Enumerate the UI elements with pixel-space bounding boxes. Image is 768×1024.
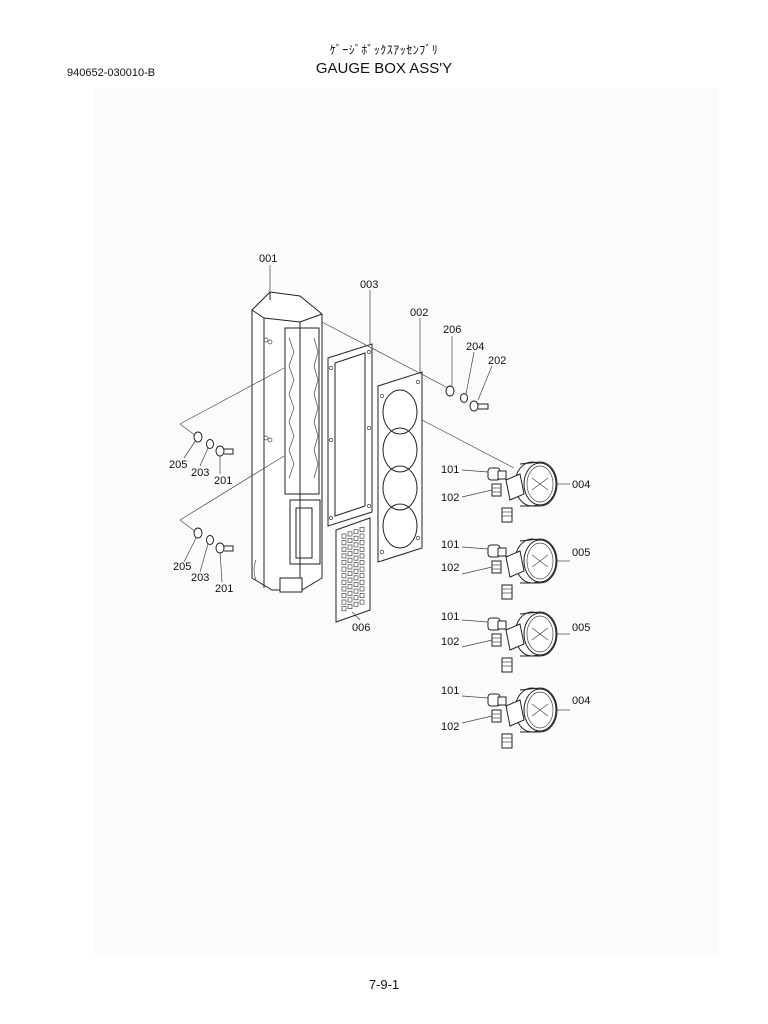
label-201-lower: 201 xyxy=(215,583,233,595)
page-number: 7-9-1 xyxy=(368,977,400,992)
label-201-upper: 201 xyxy=(214,475,232,487)
label-005-1: 005 xyxy=(572,547,590,559)
label-101-1: 101 xyxy=(441,464,459,476)
label-205-upper: 205 xyxy=(169,459,187,471)
label-101-2: 101 xyxy=(441,539,459,551)
gauge-assembly xyxy=(461,611,570,673)
grille-006 xyxy=(335,517,371,623)
label-006: 006 xyxy=(352,622,370,634)
label-204: 204 xyxy=(466,341,484,353)
gauge-assembly xyxy=(461,461,570,523)
label-206: 206 xyxy=(443,324,461,336)
gauge-assemblies xyxy=(461,461,570,749)
label-leaders xyxy=(183,265,493,621)
hardware-right xyxy=(445,385,489,412)
document-number: 940652-030010-B xyxy=(67,67,156,79)
hardware-left-upper xyxy=(193,431,234,457)
label-001: 001 xyxy=(259,253,277,265)
frame-003 xyxy=(327,343,373,527)
label-102-2: 102 xyxy=(441,562,459,574)
label-003: 003 xyxy=(360,279,378,291)
label-101-4: 101 xyxy=(441,685,459,697)
label-102-4: 102 xyxy=(441,721,459,733)
label-102-1: 102 xyxy=(441,492,459,504)
label-203-upper: 203 xyxy=(191,467,209,479)
gauge-assembly xyxy=(461,538,570,600)
gauge-assembly xyxy=(461,687,570,749)
faceplate-002 xyxy=(377,371,423,563)
housing-001 xyxy=(251,291,323,593)
label-205-lower: 205 xyxy=(173,561,191,573)
label-102-3: 102 xyxy=(441,636,459,648)
label-004-2: 004 xyxy=(572,695,590,707)
label-203-lower: 203 xyxy=(191,572,209,584)
label-002: 002 xyxy=(410,307,428,319)
hardware-left-lower xyxy=(193,527,234,554)
label-005-2: 005 xyxy=(572,622,590,634)
explosion-lines xyxy=(179,321,515,533)
title-japanese: ｹﾞｰｼﾞﾎﾞｯｸｽｱｯｾﾝﾌﾞﾘ xyxy=(329,43,439,57)
part-labels: 001 003 002 206 204 202 205 203 201 205 … xyxy=(169,253,590,733)
label-004-1: 004 xyxy=(572,479,590,491)
label-101-3: 101 xyxy=(441,611,459,623)
title-english: GAUGE BOX ASS'Y xyxy=(315,60,453,77)
label-202: 202 xyxy=(488,355,506,367)
